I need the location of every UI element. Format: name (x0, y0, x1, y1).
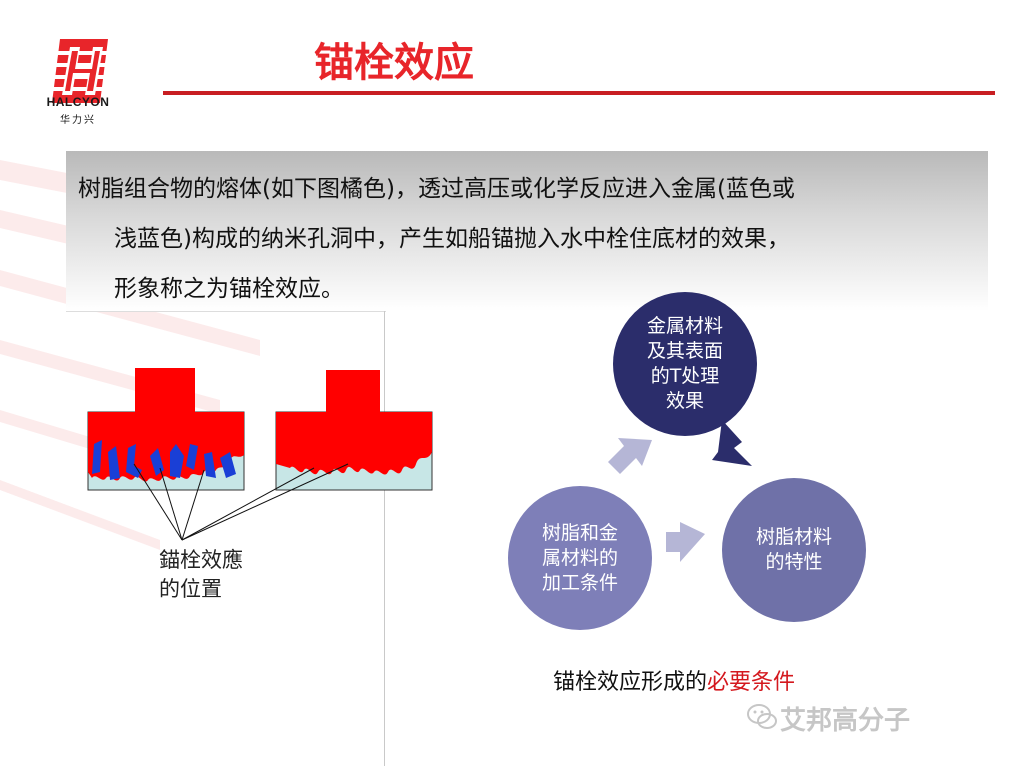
conditions-cycle-diagram: 金属材料 及其表面 的T处理 效果 树脂材料 的特性 树脂和金 属材料的 加工条… (490, 290, 890, 630)
cycle-arrows (608, 420, 752, 562)
node-metal-line-1: 金属材料 (646, 315, 723, 337)
node-processing-line-3: 加工条件 (541, 571, 618, 594)
caption-highlight: 必要条件 (707, 670, 796, 695)
anchor-effect-illustration (87, 368, 433, 541)
intro-line-2: 浅蓝色)构成的纳米孔洞中，产生如船锚抛入水中栓住底材的效果， (114, 226, 790, 252)
node-resin-line-2: 的特性 (765, 551, 823, 573)
illustration-frame-top (66, 311, 386, 312)
wechat-icon (747, 704, 777, 729)
anchor-label-line-2: 的位置 (159, 577, 222, 601)
watermark-text: 艾邦高分子 (780, 706, 911, 736)
intro-line-3: 形象称之为锚栓效应。 (114, 276, 344, 302)
arrow-right-to-left-icon (666, 522, 705, 562)
arrow-left-to-top-icon (608, 438, 652, 474)
slide-title: 锚栓效应 (314, 40, 474, 86)
pointer-lines (133, 463, 349, 541)
arrow-top-to-right-icon (712, 420, 752, 466)
right-sample (275, 370, 433, 491)
anchor-label-line-1: 錨栓效應 (159, 548, 243, 572)
left-sample (87, 368, 245, 491)
cycle-caption: 锚栓效应形成的必要条件 (553, 664, 795, 696)
anchor-position-label: 錨栓效應 的位置 (159, 546, 243, 604)
illustration-frame-right (384, 311, 385, 766)
node-metal-line-4: 效果 (665, 390, 704, 412)
cycle-node-processing: 树脂和金 属材料的 加工条件 (508, 486, 652, 630)
cycle-node-metal: 金属材料 及其表面 的T处理 效果 (613, 292, 757, 436)
node-processing-line-2: 属材料的 (541, 546, 618, 569)
intro-line-1: 树脂组合物的熔体(如下图橘色)，透过高压或化学反应进入金属(蓝色或 (78, 176, 795, 202)
title-rule (163, 91, 995, 95)
node-processing-line-1: 树脂和金 (541, 521, 618, 544)
halcyon-logo-icon (48, 39, 118, 103)
logo-sub-text: 华力兴 (60, 115, 96, 126)
node-metal-line-2: 及其表面 (646, 340, 723, 362)
node-metal-line-3: 的T处理 (650, 365, 720, 387)
caption-prefix: 锚栓效应形成的 (553, 670, 708, 695)
logo-brand-text: HALCYON (46, 95, 110, 109)
cycle-node-resin: 树脂材料 的特性 (722, 478, 866, 622)
node-resin-line-1: 树脂材料 (755, 526, 832, 548)
intro-textbox: 树脂组合物的熔体(如下图橘色)，透过高压或化学反应进入金属(蓝色或 浅蓝色)构成… (66, 151, 988, 311)
